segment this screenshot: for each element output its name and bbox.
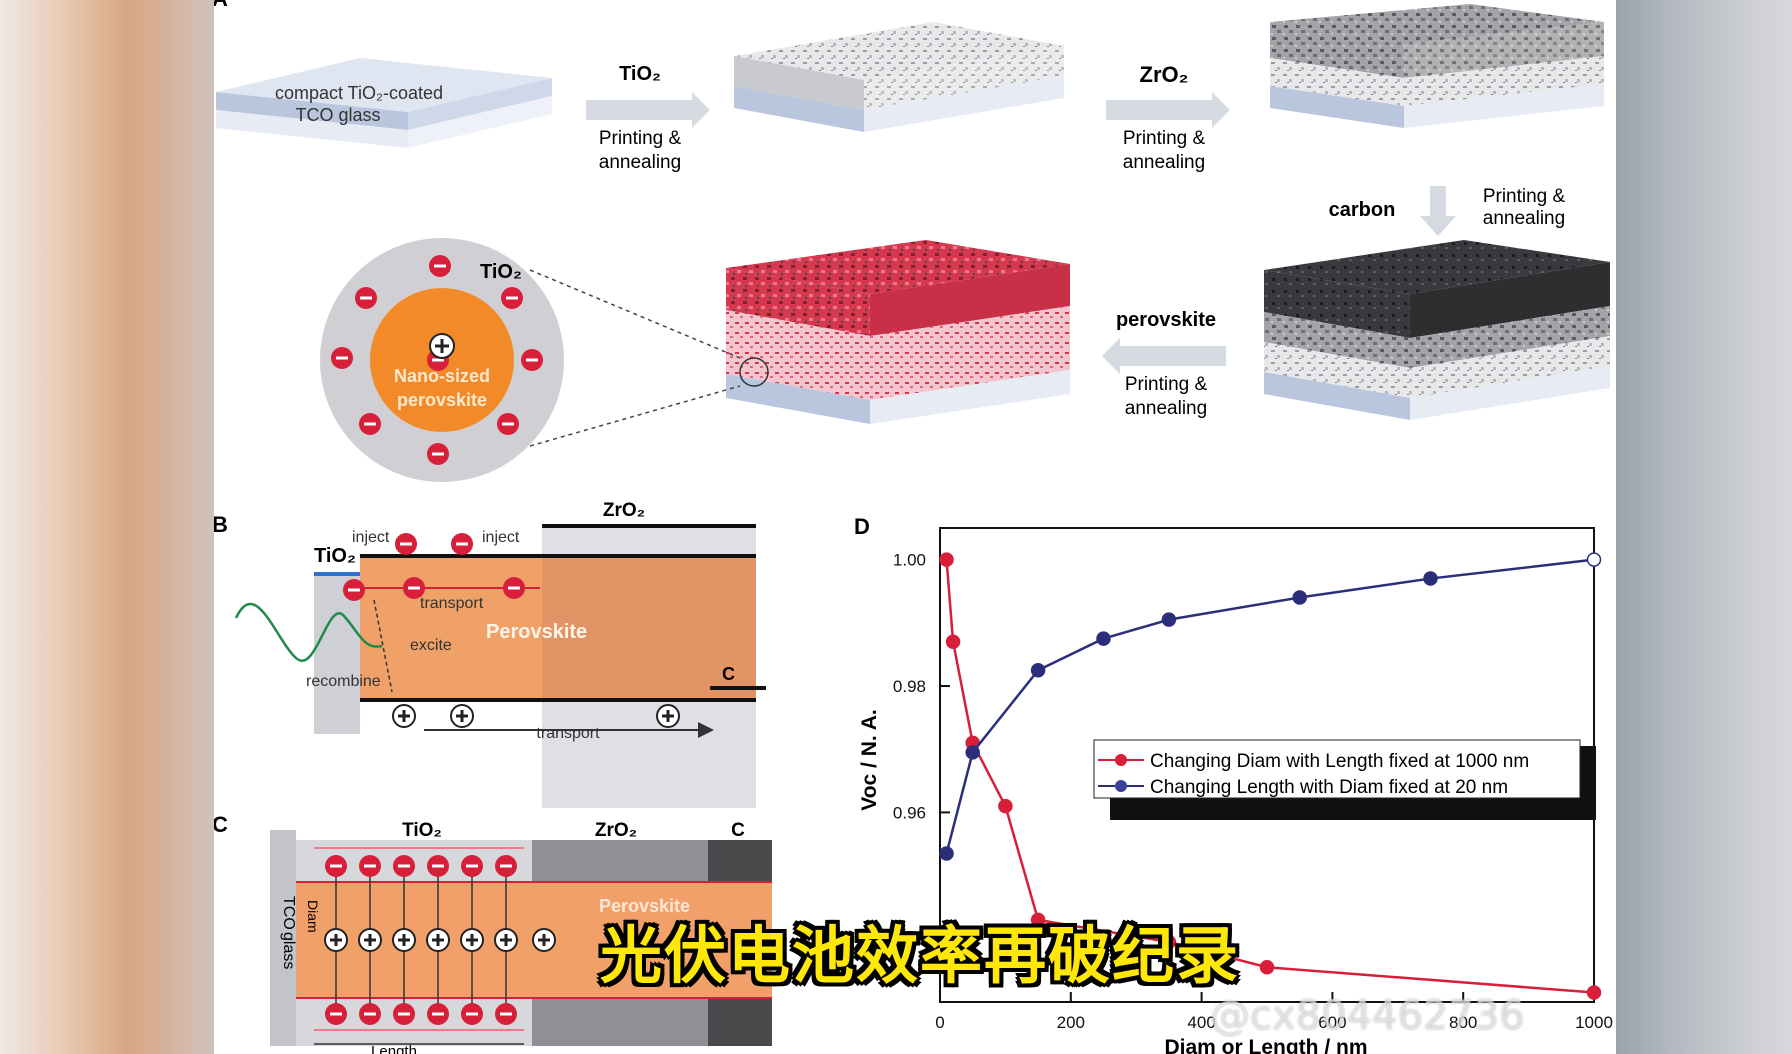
device-perovskite-label: Perovskite <box>599 896 690 916</box>
chart-legend: Changing Diam with Length fixed at 1000 … <box>1093 739 1596 820</box>
band-c-label: C <box>722 664 735 684</box>
step2-material: ZrO₂ <box>1140 62 1189 87</box>
panel-a-label: A <box>214 0 228 11</box>
series-2-point <box>939 846 954 861</box>
band-inject-2: inject <box>482 529 520 546</box>
x-tick-label: 600 <box>1318 1013 1346 1032</box>
series-1-point <box>1586 985 1602 1000</box>
step2-process-line2: annealing <box>1123 152 1205 173</box>
series-2-point <box>965 745 980 760</box>
series-1-point <box>939 552 954 567</box>
band-zro2-label: ZrO₂ <box>603 500 645 521</box>
blurred-background-left <box>0 0 214 1054</box>
figure-panel: A compact TiO₂-coated TCO glass TiO₂ Pri… <box>214 0 1616 1054</box>
band-transport-bottom: transport <box>536 725 600 742</box>
band-diagram <box>234 524 766 808</box>
substrate-label-line2: TCO glass <box>295 105 380 125</box>
step1-material: TiO₂ <box>619 63 661 85</box>
electron-icons <box>331 255 543 465</box>
step4-material: perovskite <box>1116 309 1216 331</box>
substrate-label-line1: compact TiO₂-coated <box>275 83 443 103</box>
y-tick-label: 0.94 <box>893 930 926 949</box>
band-tio2-label: TiO₂ <box>314 545 356 567</box>
x-tick-label: 1000 <box>1575 1013 1613 1032</box>
device-tco-line1: TCO <box>280 896 297 930</box>
step3-process-line1: Printing & <box>1483 186 1566 207</box>
block-carbon <box>1264 240 1610 420</box>
arrow-right-icon <box>586 92 710 128</box>
inset-connector <box>529 385 741 447</box>
y-tick-label: 0.96 <box>893 803 926 822</box>
series-1-point <box>1161 934 1177 950</box>
substrate-glass <box>216 58 552 148</box>
series-line-1 <box>945 559 1595 994</box>
chart-axes: 1.00 0.98 0.96 0.94 0 200 400 600 800 1000 <box>893 551 1613 1032</box>
device-tco-line2: glass <box>280 932 297 969</box>
series-1-point <box>998 798 1013 814</box>
chart-voc: 1.00 0.98 0.96 0.94 0 200 400 600 800 1000 Changi… <box>858 527 1613 1054</box>
chart-series <box>939 552 1602 1000</box>
step1-process-line2: annealing <box>599 152 681 173</box>
video-subtitle: 光伏电池效率再破纪录 <box>599 919 1240 992</box>
chart-xlabel: Diam or Length / nm <box>1164 1036 1367 1054</box>
step3-process-line2: annealing <box>1483 208 1565 229</box>
inset-core-line2: perovskite <box>397 390 487 410</box>
device-zro2-label: ZrO₂ <box>595 820 637 841</box>
series-2-point <box>1096 631 1111 646</box>
block-tio2 <box>734 22 1064 132</box>
device-diam-label: Diam <box>305 900 321 933</box>
band-transport-top: transport <box>420 595 484 612</box>
legend-box <box>1093 739 1581 799</box>
band-excite: excite <box>410 637 452 654</box>
device-c-label: C <box>731 820 745 841</box>
legend-label-2: Changing Length with Diam fixed at 20 nm <box>1150 777 1508 798</box>
x-tick-label: 0 <box>935 1013 944 1032</box>
y-tick-label: 0.98 <box>893 677 926 696</box>
legend-label-1: Changing Diam with Length fixed at 1000 … <box>1150 751 1529 772</box>
arrow-down-icon <box>1420 186 1456 236</box>
figure-svg: A compact TiO₂-coated TCO glass TiO₂ Pri… <box>214 0 1613 1054</box>
step4-process-line1: Printing & <box>1125 374 1208 395</box>
device-length-label: Length <box>371 1043 417 1054</box>
block-zro2 <box>1270 4 1604 128</box>
panel-c-label: C <box>214 812 228 837</box>
series-1-point <box>1259 959 1275 975</box>
chart-ylabel: Voc / N. A. <box>858 709 881 811</box>
step2-process-line1: Printing & <box>1123 128 1206 149</box>
x-tick-label: 200 <box>1057 1013 1085 1032</box>
series-1-point <box>945 634 961 650</box>
legend-marker-blue <box>1115 780 1127 792</box>
arrow-left-icon <box>1102 338 1226 374</box>
band-perovskite: Perovskite <box>486 621 587 643</box>
step4-process-line2: annealing <box>1125 398 1207 419</box>
series-2-point <box>1292 590 1307 605</box>
panel-d-label: D <box>854 514 870 539</box>
panel-b-label: B <box>214 512 228 537</box>
blurred-background-right <box>1616 0 1792 1054</box>
x-tick-label: 400 <box>1187 1013 1215 1032</box>
series-2-point <box>1586 552 1602 567</box>
y-tick-label: 1.00 <box>893 551 926 570</box>
step3-material: carbon <box>1329 199 1396 221</box>
inset-connector <box>529 269 741 359</box>
series-2-point <box>1423 571 1438 586</box>
legend-marker-red <box>1115 754 1127 766</box>
band-inject-1: inject <box>352 529 390 546</box>
x-tick-label: 800 <box>1449 1013 1477 1032</box>
block-perovskite <box>726 240 1070 424</box>
series-1-point <box>1030 912 1046 928</box>
arrow-right-icon <box>1106 92 1230 128</box>
step1-process-line1: Printing & <box>599 128 682 149</box>
watermark: @cx804462736 <box>1210 993 1525 1039</box>
hole-icon <box>429 333 455 359</box>
band-recombine: recombine <box>306 673 381 690</box>
series-2-point <box>1030 662 1046 678</box>
series-2-point <box>1161 612 1177 627</box>
inset-tio2-label: TiO₂ <box>480 261 522 283</box>
inset-core-line1: Nano-sized <box>394 366 490 386</box>
device-cross-section <box>270 830 772 1046</box>
series-line-2 <box>945 558 1595 854</box>
device-tio2-label: TiO₂ <box>402 820 442 841</box>
